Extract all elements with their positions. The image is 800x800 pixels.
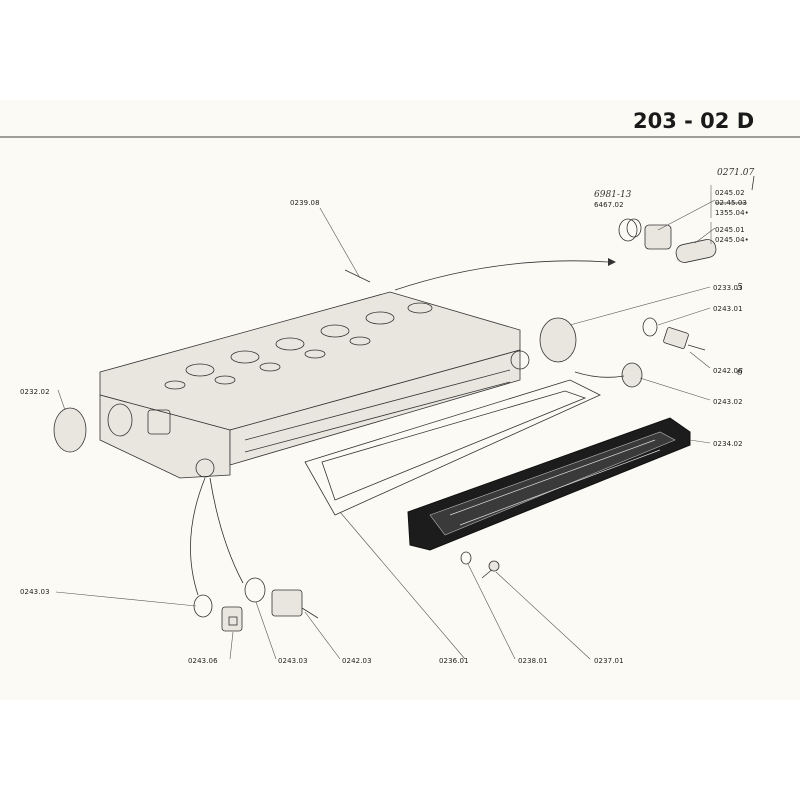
- sensor-0242-06: [663, 327, 706, 351]
- cylinder-head: [99, 291, 530, 479]
- handwritten-cap-ref-under: 6467.02: [594, 201, 624, 209]
- screw-0237-01: [481, 560, 500, 579]
- label-0243-03-mid: 0243.03: [278, 657, 308, 665]
- label-0238-01: 0238.01: [518, 657, 548, 665]
- label-0233-03: 0233.03: [713, 284, 743, 292]
- handwritten-cap-ref: 6981-13: [594, 190, 632, 200]
- handwritten-num-6: 6: [737, 368, 743, 378]
- handwritten-ref-top-right: 0271.07: [717, 168, 754, 178]
- label-0232-02: 0232.02: [20, 388, 50, 396]
- plug-0233-03: [539, 317, 577, 363]
- sensor-0242-03: [271, 589, 319, 619]
- handwritten-arrow: [751, 175, 755, 191]
- plug-0243-02: [621, 362, 643, 388]
- leader-lines: [55, 199, 716, 660]
- label-0243-01: 0243.01: [713, 305, 743, 313]
- label-0239-08: 0239.08: [290, 199, 320, 207]
- hose-clamp: [618, 218, 642, 242]
- label-0242-03: 0242.03: [342, 657, 372, 665]
- plug-0232-02: [53, 407, 87, 453]
- label-0234-02: 0234.02: [713, 440, 743, 448]
- hose-sleeve-0245-02: [644, 224, 672, 250]
- label-0245-01: 0245.01: [715, 226, 745, 234]
- washer-0243-01: [642, 317, 658, 337]
- label-1355-04: 1355.04•: [715, 209, 749, 217]
- label-0237-01: 0237.01: [594, 657, 624, 665]
- stud-0239-08: [344, 269, 371, 283]
- label-0243-03-left: 0243.03: [20, 588, 50, 596]
- handwritten-num-5: 5: [737, 283, 743, 293]
- washer-0243-03-left: [193, 594, 213, 618]
- pipe-0245-01: [675, 239, 717, 263]
- gasket-0236-01: [304, 379, 601, 516]
- page-code: 203 - 02 D: [633, 109, 754, 133]
- label-0243-02: 0243.02: [713, 398, 743, 406]
- label-0242-06: 0242.06: [713, 367, 743, 375]
- label-0245-02: 0245.02: [715, 189, 745, 197]
- plug-0243-06: [221, 606, 243, 632]
- label-0236-01: 0236.01: [439, 657, 469, 665]
- label-0245-04: 0245.04•: [715, 236, 749, 244]
- washer-0238-01: [460, 551, 472, 565]
- washer-0243-03-mid: [244, 577, 266, 603]
- side-cover-0234-02: [407, 417, 691, 551]
- label-0245-03: 02.45.03: [715, 199, 747, 207]
- label-0243-06: 0243.06: [188, 657, 218, 665]
- arrow-head: [608, 258, 616, 266]
